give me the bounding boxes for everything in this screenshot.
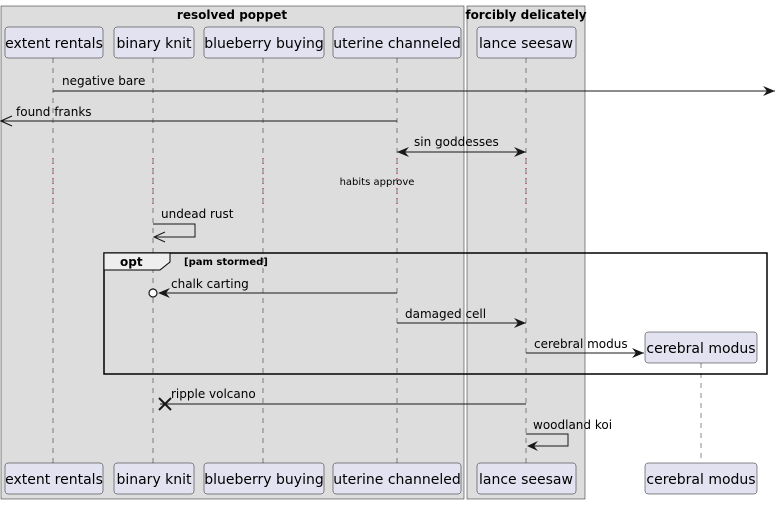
message-woodland-koi: woodland koi [526, 418, 612, 451]
participant-label: uterine channeled [333, 472, 460, 488]
fragment-opt: opt [pam stormed] [103, 252, 768, 375]
message-sin-goddesses: sin goddesses [397, 135, 526, 157]
message-chalk-carting: chalk carting [148, 277, 397, 298]
participant-label: binary knit [116, 36, 192, 52]
message-label: chalk carting [171, 277, 249, 291]
message-label: damaged cell [405, 307, 486, 321]
participant-bottom-blueberry-buying[interactable]: blueberry buying [203, 462, 325, 495]
message-negative-bare: negative bare [53, 74, 775, 96]
participant-label: extent rentals [5, 472, 103, 488]
participant-top-blueberry-buying[interactable]: blueberry buying [203, 26, 325, 59]
participant-label: binary knit [116, 472, 192, 488]
participant-label: cerebral modus [646, 341, 755, 357]
participant-top-uterine-channeled[interactable]: uterine channeled [332, 26, 462, 59]
participant-label: lance seesaw [479, 472, 573, 488]
participant-top-lance-seesaw[interactable]: lance seesaw [476, 26, 577, 59]
participant-bottom-cerebral-modus[interactable]: cerebral modus [644, 462, 758, 495]
participant-label: blueberry buying [204, 36, 323, 52]
message-label: sin goddesses [414, 135, 499, 149]
box-title-forcibly-delicately: forcibly delicately [465, 8, 586, 22]
fragment-guard: [pam stormed] [184, 257, 268, 268]
message-damaged-cell: damaged cell [397, 307, 526, 328]
participant-label: cerebral modus [646, 472, 755, 488]
message-cerebral-modus: cerebral modus [526, 337, 644, 358]
participant-label: extent rentals [5, 36, 103, 52]
participant-label: blueberry buying [204, 472, 323, 488]
participant-label: uterine channeled [333, 36, 460, 52]
message-found-franks: found franks [0, 105, 397, 127]
message-undead-rust: undead rust [152, 207, 234, 243]
participant-created-cerebral-modus[interactable]: cerebral modus [644, 331, 758, 364]
participant-label: lance seesaw [479, 36, 573, 52]
message-label: found franks [16, 105, 92, 119]
participant-top-binary-knit[interactable]: binary knit [113, 26, 195, 59]
delay-label: habits approve [340, 177, 415, 188]
fragment-keyword: opt [120, 255, 143, 269]
participant-bottom-lance-seesaw[interactable]: lance seesaw [476, 462, 577, 495]
participant-bottom-extent-rentals[interactable]: extent rentals [4, 462, 104, 495]
message-label: undead rust [161, 207, 234, 221]
message-label: negative bare [62, 74, 145, 88]
message-label: woodland koi [533, 418, 612, 432]
participant-top-extent-rentals[interactable]: extent rentals [4, 26, 104, 59]
participant-bottom-uterine-channeled[interactable]: uterine channeled [332, 462, 462, 495]
box-title-resolved-poppet: resolved poppet [177, 8, 287, 22]
participant-bottom-binary-knit[interactable]: binary knit [113, 462, 195, 495]
delay-dots [52, 158, 527, 207]
message-label: ripple volcano [171, 387, 256, 401]
message-ripple-volcano: ripple volcano [158, 387, 526, 411]
message-label: cerebral modus [534, 337, 628, 351]
